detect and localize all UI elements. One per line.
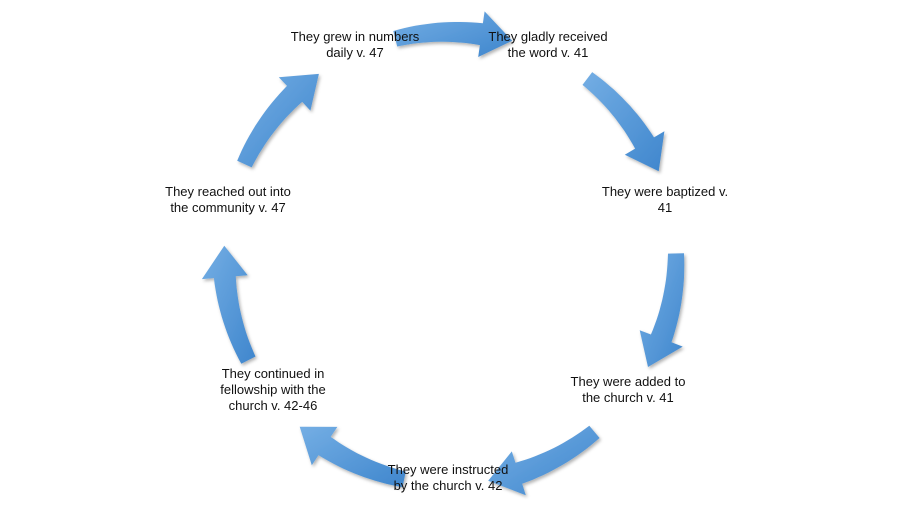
cycle-arrow bbox=[393, 11, 513, 57]
cycle-arrow bbox=[582, 72, 665, 172]
cycle-arrow bbox=[639, 253, 685, 367]
node-instructed: They were instructed by the church v. 42 bbox=[387, 462, 509, 493]
node-baptized: They were baptized v. 41 bbox=[601, 184, 729, 215]
cycle-arrow bbox=[237, 73, 319, 168]
node-grew-in-numbers: They grew in numbers daily v. 47 bbox=[290, 29, 420, 60]
node-fellowship: They continued in fellowship with the ch… bbox=[220, 366, 326, 413]
node-added-to-church: They were added to the church v. 41 bbox=[570, 374, 686, 405]
cycle-arrow bbox=[299, 426, 406, 488]
node-reached-out: They reached out into the community v. 4… bbox=[165, 184, 291, 215]
cycle-arrow bbox=[201, 245, 256, 364]
node-received-word: They gladly received the word v. 41 bbox=[488, 29, 608, 60]
cycle-arrow bbox=[488, 425, 600, 496]
